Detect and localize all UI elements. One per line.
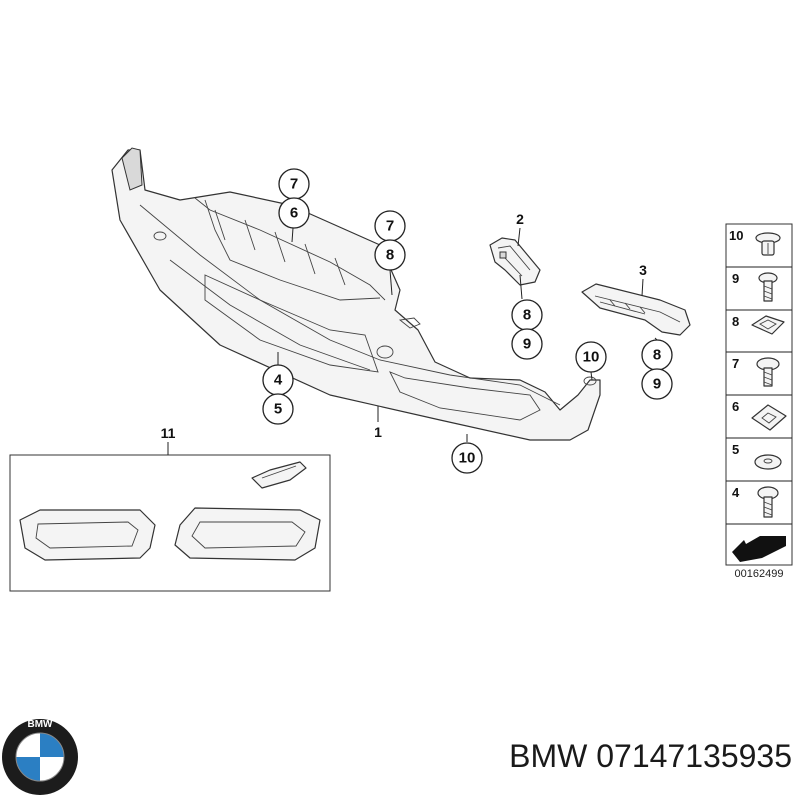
callout-9-mid: 9 [511, 328, 543, 360]
legend-item-10: 10 [729, 228, 743, 243]
washer-icon [754, 454, 782, 470]
callout-10-bottom: 10 [451, 442, 483, 474]
callout-7-right-label: 7 [386, 218, 394, 235]
callout-5: 5 [262, 393, 294, 425]
caption-part-number: 07147135935 [596, 738, 792, 774]
callout-4-label: 4 [274, 372, 283, 389]
callout-7-top-label: 7 [290, 176, 298, 193]
callout-8-upper: 8 [374, 239, 406, 271]
caption-brand: BMW [509, 738, 588, 774]
legend-item-6: 6 [732, 399, 739, 414]
bracket-part-3 [581, 283, 691, 336]
callout-9-right-label: 9 [653, 376, 661, 393]
legend-item-8: 8 [732, 314, 739, 329]
callout-8-mid: 8 [511, 299, 543, 331]
hardware-legend: 10 9 8 7 6 5 4 [725, 223, 793, 566]
callout-10-bumper: 10 [575, 341, 607, 373]
screw-with-washer-icon [756, 357, 780, 387]
reference-code: 00162499 [735, 568, 784, 580]
direction-arrow-icon [732, 536, 786, 562]
clip-nut-icon [751, 315, 785, 335]
callout-8-mid-label: 8 [523, 307, 531, 324]
callout-9-right: 9 [641, 368, 673, 400]
callout-10-bumper-label: 10 [583, 349, 600, 366]
collar-screw-icon [757, 486, 779, 518]
legend-item-4: 4 [732, 485, 740, 500]
callout-9-mid-label: 9 [523, 336, 531, 353]
trim-set-part-11 [9, 454, 331, 592]
bumper-part [111, 147, 601, 441]
callout-8-right: 8 [641, 339, 673, 371]
callout-10-bottom-label: 10 [459, 450, 476, 467]
callout-6-label: 6 [290, 205, 298, 222]
legend-item-7: 7 [732, 356, 739, 371]
square-nut-icon [751, 404, 787, 431]
callout-7-right: 7 [374, 210, 406, 242]
logo-lettering: BMW [28, 719, 54, 730]
callout-8-right-label: 8 [653, 347, 661, 364]
legend-item-9: 9 [732, 271, 739, 286]
label-2: 2 [516, 211, 524, 227]
screw-icon [758, 272, 778, 302]
label-3: 3 [639, 262, 647, 278]
callout-6: 6 [278, 197, 310, 229]
callout-5-label: 5 [274, 401, 282, 418]
part-caption: BMW 07147135935 [400, 738, 792, 775]
callout-8-upper-label: 8 [386, 247, 394, 264]
label-11: 11 [161, 425, 176, 441]
legend-item-5: 5 [732, 442, 739, 457]
rivet-icon [755, 232, 781, 256]
label-1: 1 [374, 424, 382, 440]
bracket-part-2 [489, 237, 541, 286]
callout-4: 4 [262, 364, 294, 396]
callout-7-top: 7 [278, 168, 310, 200]
bmw-logo: BMW [2, 719, 78, 795]
